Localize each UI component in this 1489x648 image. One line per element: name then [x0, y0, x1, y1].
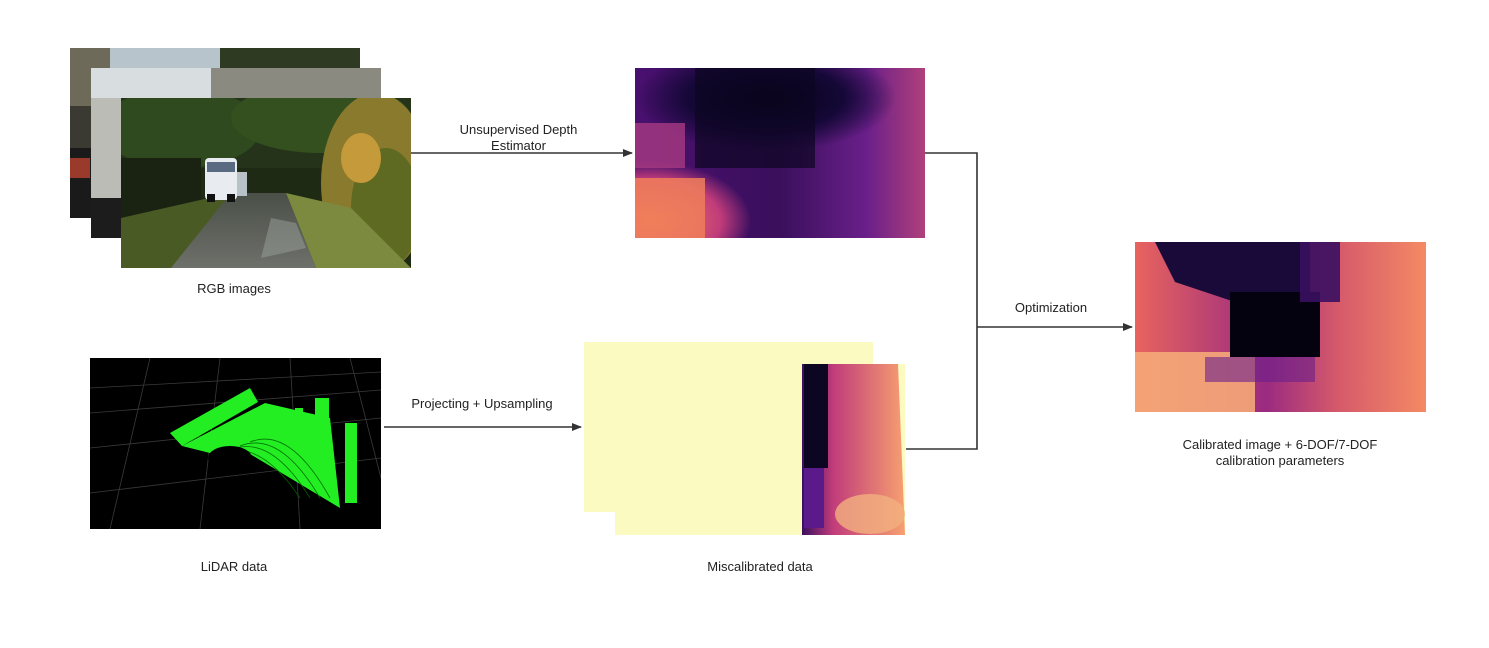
calibrated-label-line1: Calibrated image + 6-DOF/7-DOF	[1182, 437, 1378, 452]
miscalibrated-front-frame	[615, 364, 905, 535]
optimization-label: Optimization	[1014, 300, 1088, 315]
lidar-point-cloud	[90, 358, 381, 529]
calibrated-depth-map	[1135, 242, 1426, 412]
lidar-data-label: LiDAR data	[200, 559, 268, 574]
calibrated-output-label: Calibrated image + 6-DOF/7-DOF calibrati…	[1140, 437, 1420, 469]
rgb-images-label: RGB images	[197, 281, 271, 296]
rgb-image-front	[121, 98, 411, 268]
calibrated-label-line2: calibration parameters	[1215, 453, 1345, 468]
projection-label: Projecting + Upsampling	[411, 396, 553, 411]
depth-map	[635, 68, 925, 238]
miscalibrated-data-label: Miscalibrated data	[707, 559, 813, 574]
depth-estimator-label: Unsupervised Depth Estimator	[459, 122, 578, 153]
